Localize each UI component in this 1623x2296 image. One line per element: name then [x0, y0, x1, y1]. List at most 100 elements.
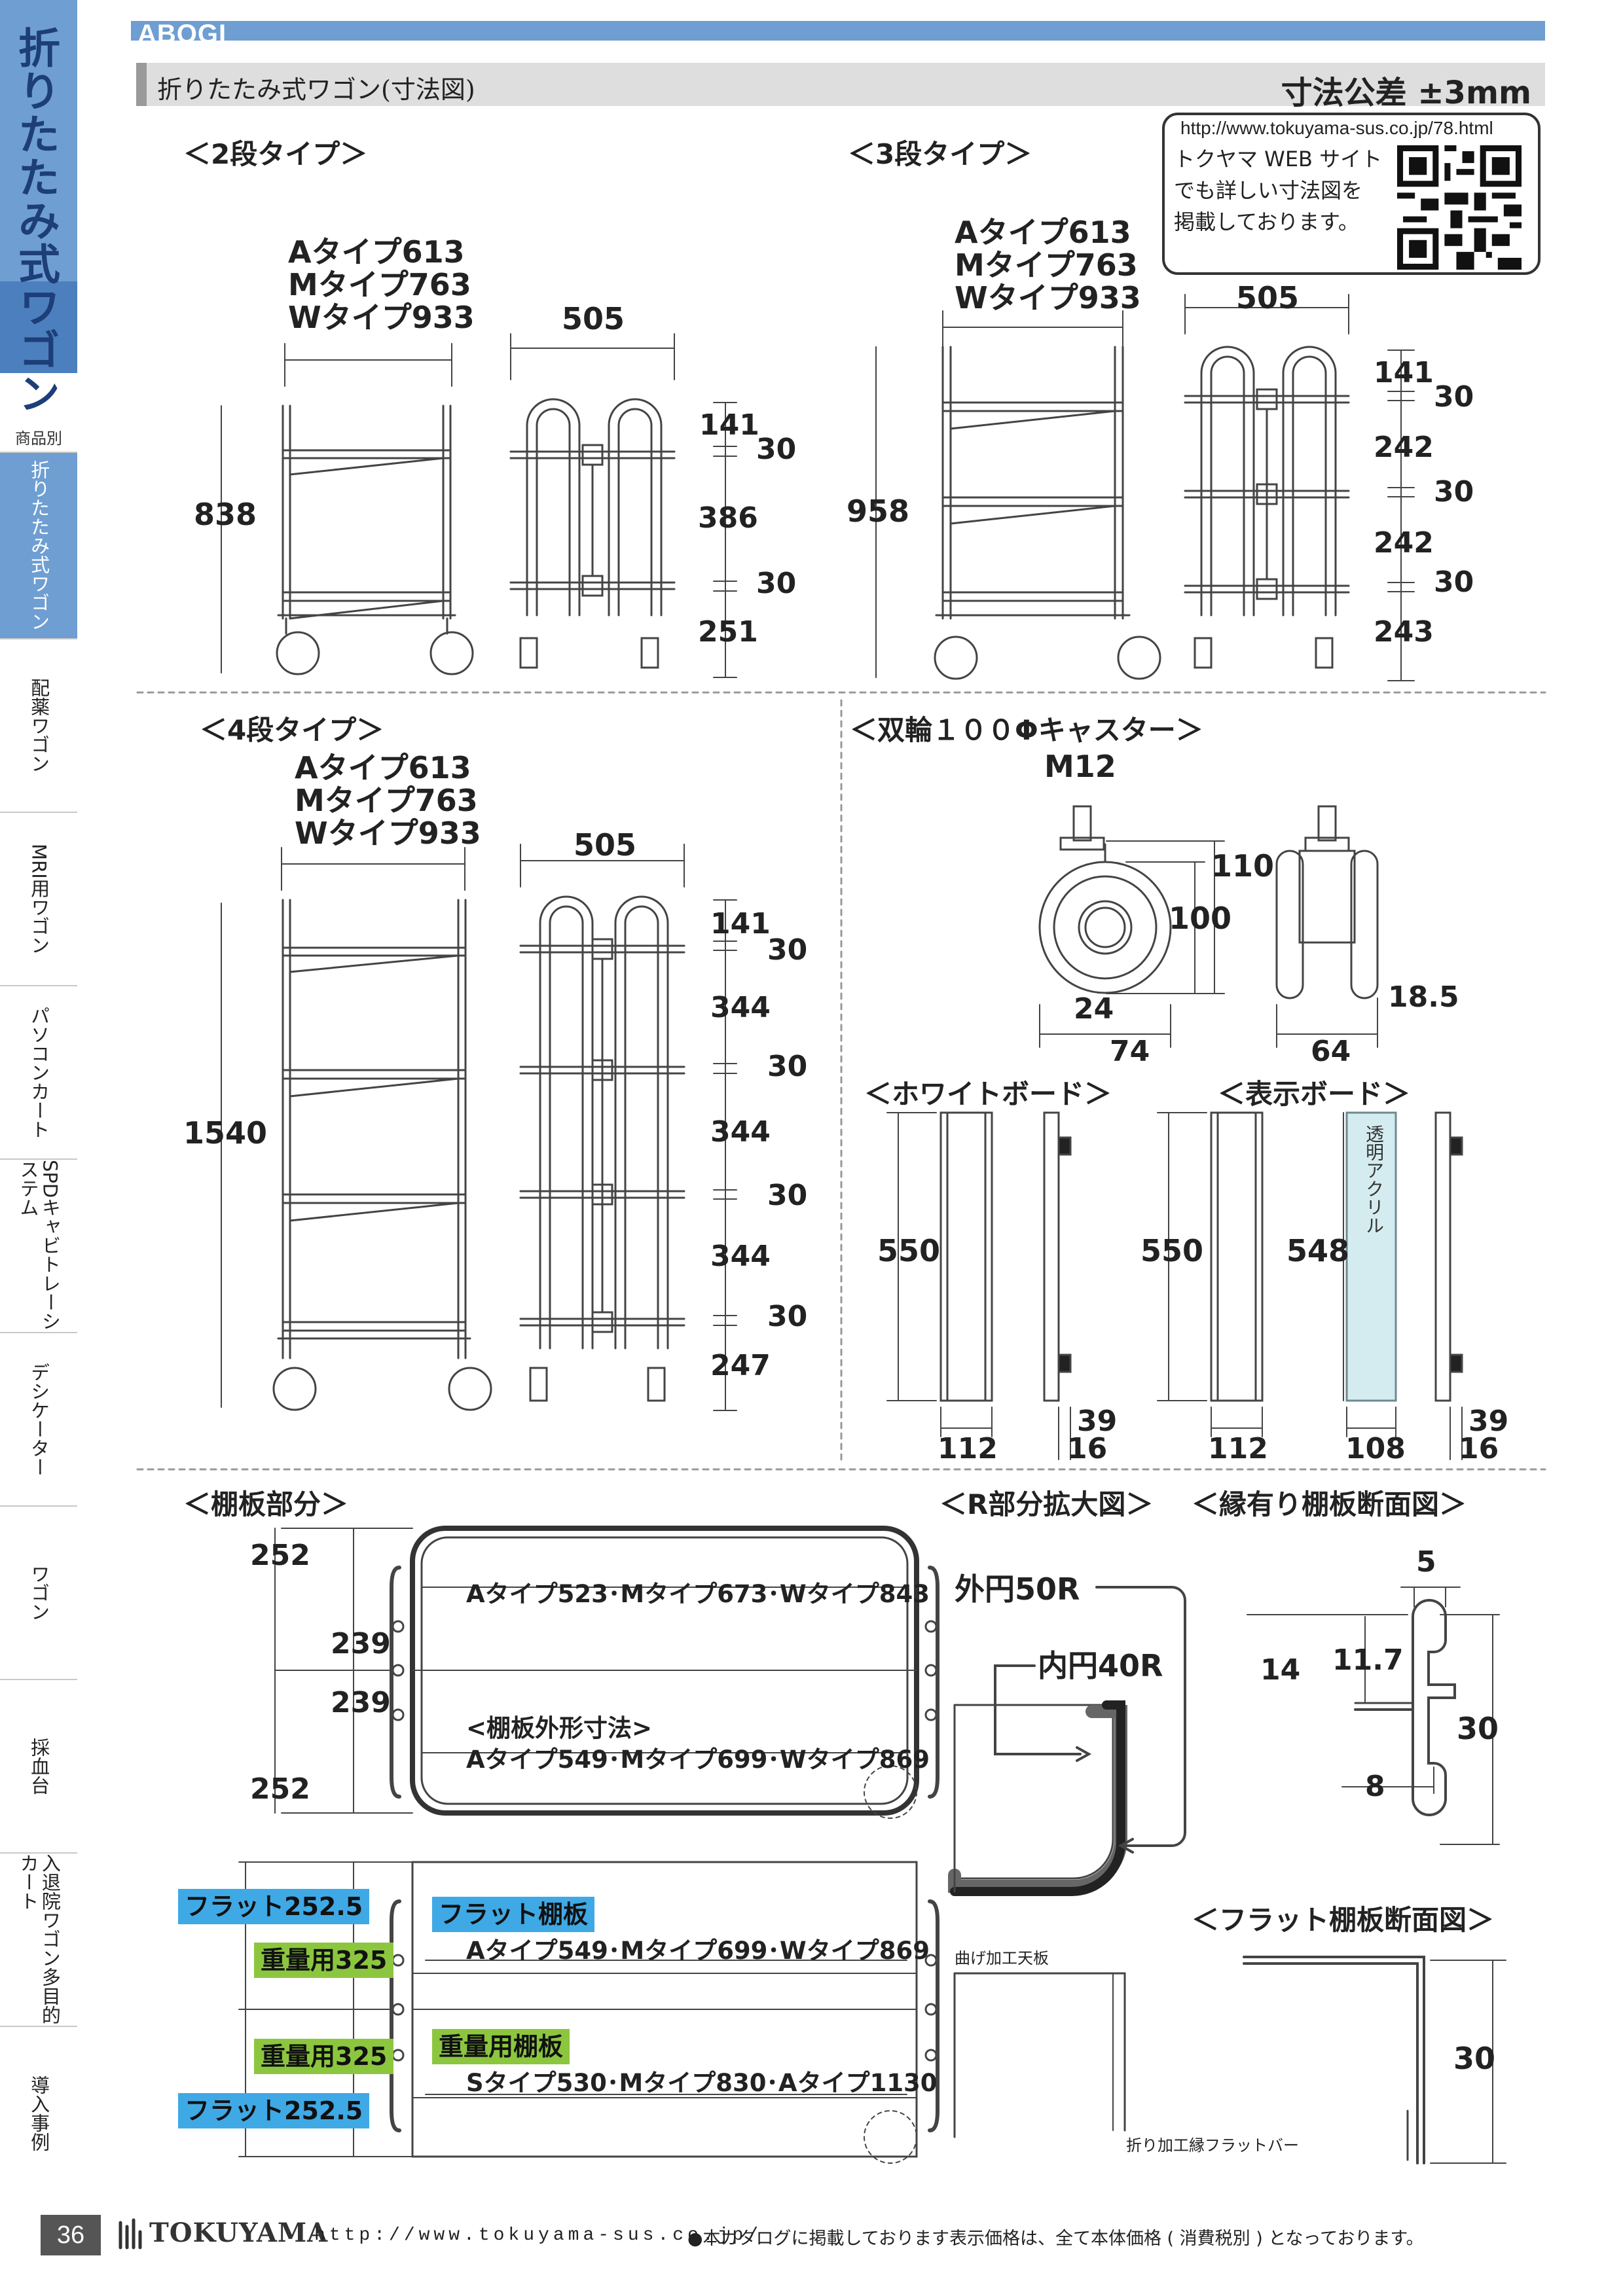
sidebar-item-folding-wagon[interactable]: 折りたたみ式ワゴン — [0, 452, 77, 638]
four-tier-dim-30a: 30 — [767, 933, 808, 967]
sidebar-item-desiccator[interactable]: デシケーター — [0, 1332, 77, 1505]
heavy-shelf-types: Sタイプ530･Mタイプ830･Aタイプ1130 — [466, 2069, 938, 2097]
brand-logo: ABOGI — [137, 20, 227, 48]
two-tier-width: 505 — [562, 301, 625, 336]
page-number: 36 — [41, 2215, 101, 2255]
footer-logo: TOKUYAMA — [149, 2217, 329, 2248]
four-tier-dim-344a: 344 — [710, 991, 771, 1024]
sidebar-item-pc-cart[interactable]: パソコンカート — [0, 985, 77, 1158]
four-tier-dim-344b: 344 — [710, 1115, 771, 1149]
shelf-outer-label: <棚板外形寸法> — [466, 1714, 653, 1742]
two-tier-height: 838 — [194, 497, 257, 532]
qr-url[interactable]: http://www.tokuyama-sus.co.jp/78.html — [1180, 118, 1493, 138]
four-tier-dim-141: 141 — [710, 907, 771, 941]
tag-heavy-bottom: 重量用325 — [254, 2039, 394, 2074]
four-tier-dim-30d: 30 — [767, 1300, 808, 1333]
four-tier-dim-30b: 30 — [767, 1050, 808, 1083]
shelf-label: ＜棚板部分＞ — [183, 1488, 349, 1520]
sidebar-item-spd-system[interactable]: SPDキャビトレーシステム — [0, 1158, 77, 1332]
footer-url[interactable]: http://www.tokuyama-sus.co.jp/ — [314, 2225, 763, 2246]
display-board-height: 550 — [1140, 1233, 1204, 1268]
three-tier-front-view — [1184, 294, 1350, 669]
caster-drawing — [1038, 805, 1379, 1048]
tag-flat-bottom: フラット252.5 — [178, 2093, 370, 2128]
r-detail-label: ＜R部分拡大図＞ — [939, 1488, 1154, 1520]
two-tier-front-view — [509, 333, 676, 669]
two-tier-label: ＜2段タイプ＞ — [183, 138, 368, 170]
sidebar-item-case-studies[interactable]: 導入事例 — [0, 2026, 77, 2199]
r-detail-outer: 外円50R — [955, 1571, 1080, 1607]
two-tier-dim-30b: 30 — [756, 567, 797, 600]
whiteboard-drawing — [886, 1111, 1072, 1460]
three-tier-dim-243: 243 — [1374, 615, 1434, 649]
whiteboard-height: 550 — [877, 1233, 941, 1268]
whiteboard-label: ＜ホワイトボード＞ — [864, 1078, 1112, 1110]
sidebar-item-wagon[interactable]: ワゴン — [0, 1505, 77, 1679]
sidebar-item-blood-table[interactable]: 採血台 — [0, 1679, 77, 1852]
qr-info-box: http://www.tokuyama-sus.co.jp/78.html トク… — [1162, 113, 1541, 275]
r-detail-inner: 内円40R — [1038, 1648, 1163, 1683]
tag-heavy-shelf: 重量用棚板 — [432, 2029, 570, 2064]
three-tier-dim-30b: 30 — [1434, 475, 1474, 509]
four-tier-dim-30c: 30 — [767, 1179, 808, 1212]
tokuyama-logo-icon — [119, 2218, 142, 2250]
sidebar-item-mri-wagon[interactable]: MRI用ワゴン — [0, 812, 77, 985]
display-board-acrylic-note: 透明アクリル — [1363, 1124, 1385, 1234]
shelf-dim-239-top: 239 — [331, 1627, 391, 1660]
rim-shelf-drawing — [274, 1526, 939, 1819]
qr-text-line-2: でも詳しい寸法図を — [1174, 178, 1363, 203]
footer-price-note: ●本カタログに掲載しております表示価格は、全て本体価格 ( 消費税別 ) となっ… — [687, 2229, 1424, 2249]
sidebar-item-admission-wagon[interactable]: 入退院ワゴン多目的カート — [0, 1852, 77, 2026]
caster-label: ＜双輪１００Φキャスター＞ — [850, 714, 1203, 746]
rim-section-drawing — [1247, 1587, 1500, 1845]
display-board-depth-39: 39 — [1468, 1405, 1509, 1438]
title-bar — [136, 63, 1545, 106]
r-detail-bent-bar: 折り加工縁フラットバー — [1126, 2136, 1299, 2155]
shelf-dim-252-top: 252 — [250, 1539, 310, 1572]
four-tier-type-list: Aタイプ613 Mタイプ763 Wタイプ933 — [295, 750, 481, 851]
two-tier-side-view — [221, 343, 474, 675]
qr-text-line-1: トクヤマ WEB サイト — [1174, 147, 1383, 171]
three-tier-dim-242a: 242 — [1374, 431, 1434, 464]
qr-text-line-3: 掲載しております。 — [1174, 209, 1359, 234]
caster-dim-64: 64 — [1311, 1035, 1351, 1068]
page-title: 折りたたみ式ワゴン(寸法図) — [157, 75, 475, 104]
tolerance-note: 寸法公差 ±3mm — [1281, 75, 1531, 111]
three-tier-dim-141: 141 — [1374, 356, 1434, 389]
four-tier-front-view — [519, 844, 685, 1402]
sidebar-item-medicine-wagon[interactable]: 配薬ワゴン — [0, 638, 77, 812]
two-tier-type-list: Aタイプ613 Mタイプ763 Wタイプ933 — [288, 234, 475, 335]
whiteboard-depth-39: 39 — [1077, 1405, 1118, 1438]
display-board-depth-16: 16 — [1459, 1432, 1499, 1465]
three-tier-side-view — [875, 310, 1161, 680]
four-tier-dim-247: 247 — [710, 1349, 771, 1382]
r-detail-drawing — [948, 1586, 1186, 2138]
two-tier-dim-30a: 30 — [756, 433, 797, 466]
qr-code-icon[interactable] — [1397, 145, 1522, 270]
four-tier-dim-lines — [713, 899, 737, 1411]
caster-dim-110: 110 — [1211, 848, 1275, 884]
sidebar-cart-illustration — [0, 281, 77, 373]
three-tier-dim-30a: 30 — [1434, 380, 1474, 414]
three-tier-height: 958 — [847, 493, 910, 529]
three-tier-dim-242b: 242 — [1374, 526, 1434, 560]
whiteboard-width: 112 — [938, 1432, 998, 1465]
caster-dim-18-5: 18.5 — [1388, 980, 1459, 1014]
tag-flat-top: フラット252.5 — [178, 1889, 370, 1924]
three-tier-dim-30c: 30 — [1434, 565, 1474, 599]
two-tier-dim-lines — [713, 402, 737, 678]
rim-section-dim-14: 14 — [1260, 1653, 1301, 1687]
header-bar — [131, 21, 1545, 41]
shelf-inner-types: Aタイプ523･Mタイプ673･Wタイプ843 — [466, 1580, 930, 1608]
display-board-drawing — [1157, 1111, 1463, 1460]
rim-section-dim-5: 5 — [1416, 1545, 1436, 1579]
r-detail-bent-top: 曲げ加工天板 — [955, 1949, 1049, 1967]
two-tier-dim-141: 141 — [699, 408, 759, 442]
caster-dim-24: 24 — [1074, 992, 1114, 1026]
four-tier-width: 505 — [574, 827, 637, 863]
four-tier-side-view — [221, 847, 492, 1411]
sidebar: 折りたたみ式ワゴン 商品別 折りたたみ式ワゴン 配薬ワゴン MRI用ワゴン パソ… — [0, 0, 77, 2296]
display-board-inner-height: 548 — [1286, 1233, 1350, 1268]
rim-section-label: ＜縁有り棚板断面図＞ — [1192, 1488, 1467, 1520]
